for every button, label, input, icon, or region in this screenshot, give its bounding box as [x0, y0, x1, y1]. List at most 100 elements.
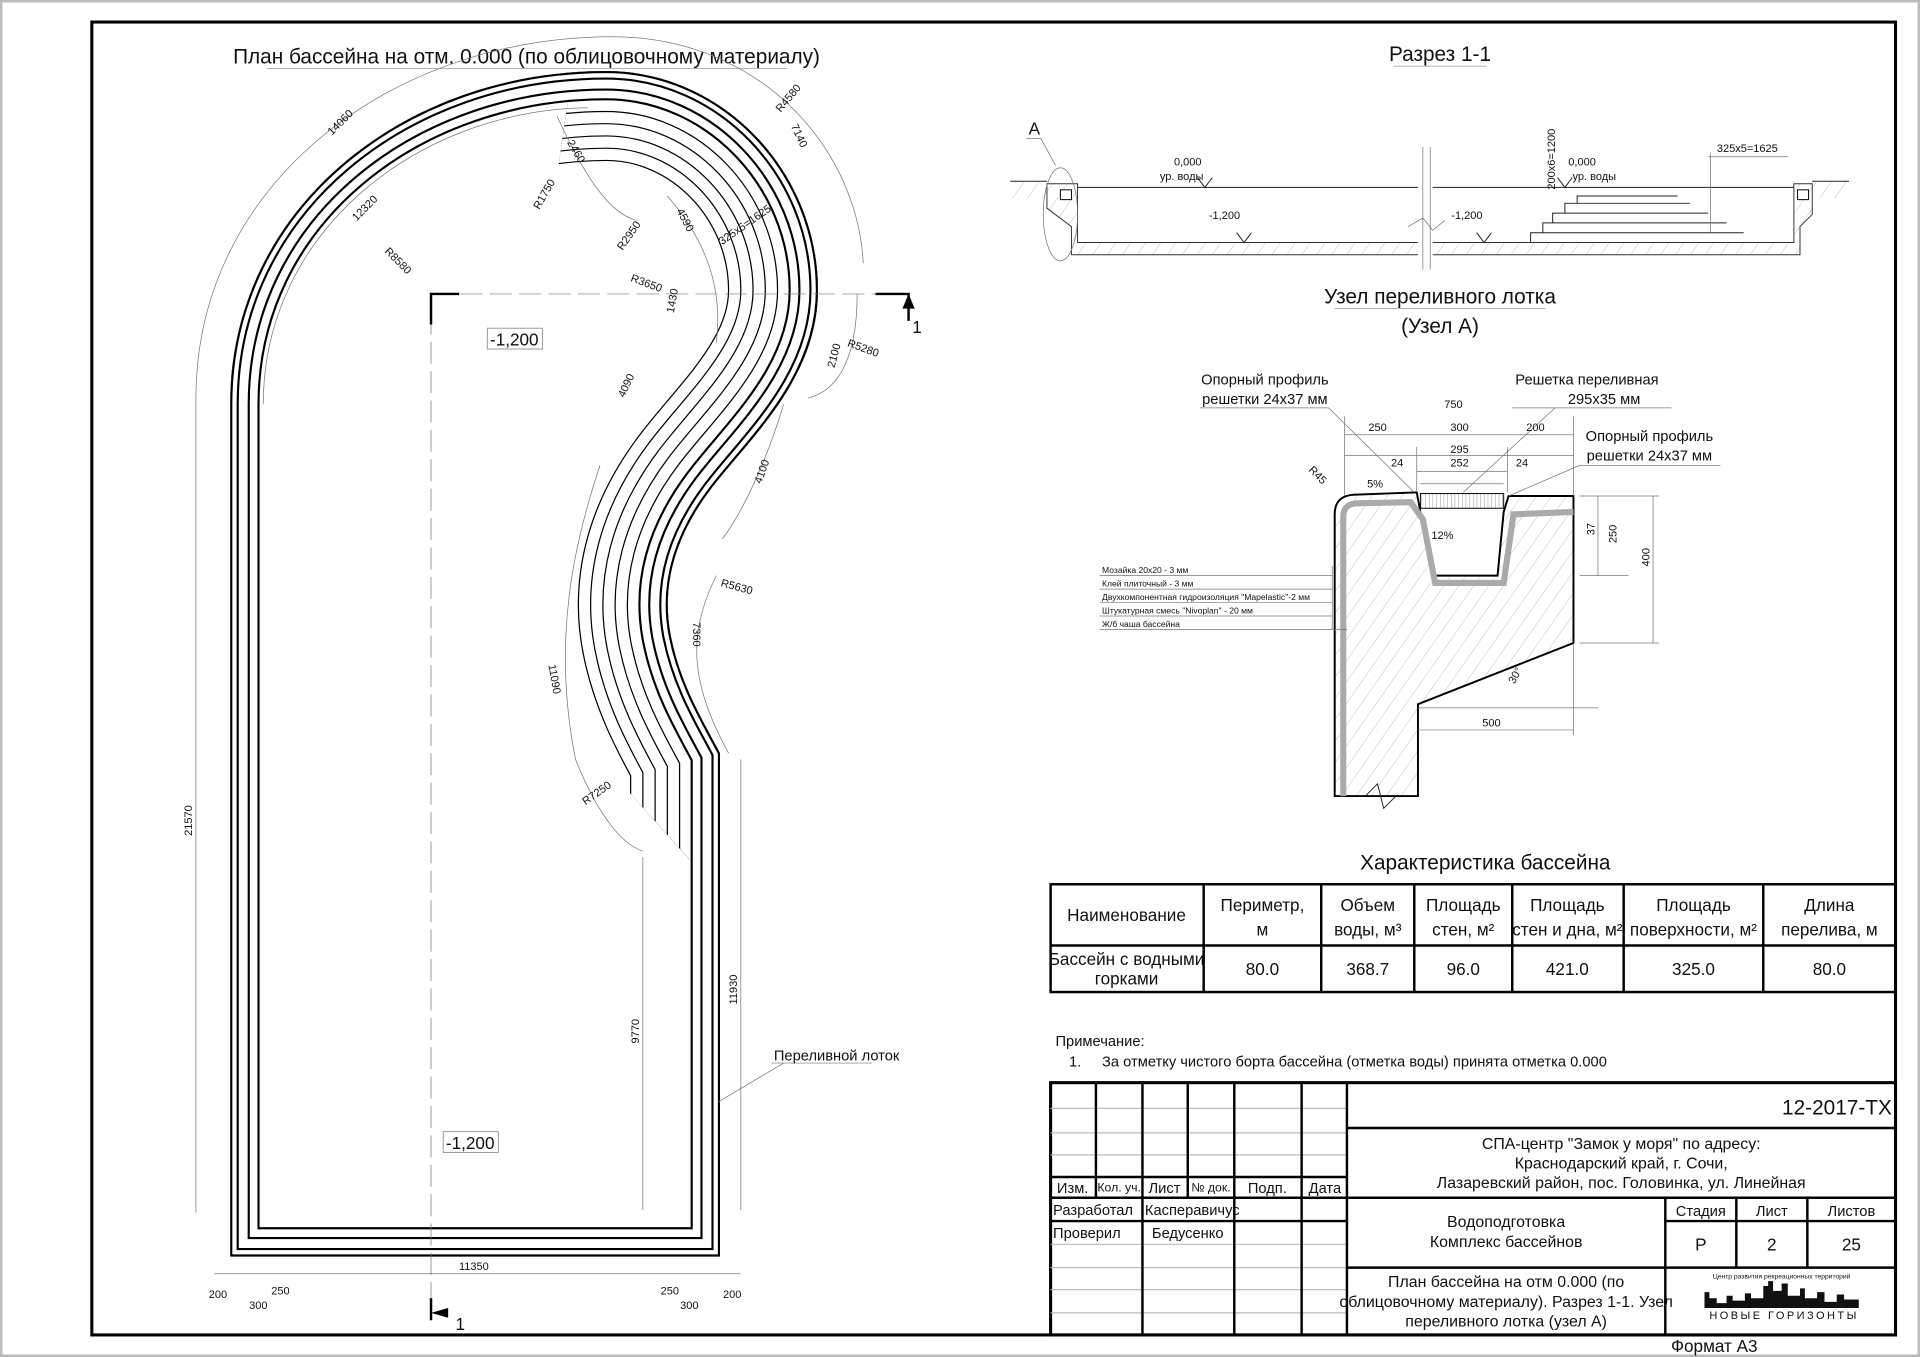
rev-header: Лист	[1149, 1181, 1181, 1197]
table-title: Характеристика бассейна	[1360, 852, 1611, 875]
dim-label: 300	[680, 1300, 698, 1312]
document-code: 12-2017-ТХ	[1782, 1097, 1892, 1120]
rev-header: № док.	[1191, 1181, 1230, 1195]
rev-header: Подп.	[1248, 1181, 1287, 1197]
profile-right-label: Опорный профиль	[1586, 429, 1714, 445]
dim-label: 250	[1607, 525, 1619, 543]
profile-left-label: Опорный профиль	[1201, 373, 1329, 389]
overflow-node-a: Узел переливного лотка (Узел А)	[1099, 286, 1721, 810]
dim-label: 250	[661, 1286, 679, 1298]
water-level-label: ур. воды	[1572, 171, 1616, 183]
rev-header: Кол. уч.	[1097, 1181, 1140, 1195]
table-header: м	[1257, 920, 1269, 940]
table-header: Площадь	[1426, 895, 1501, 915]
note-text: За отметку чистого борта бассейна (отмет…	[1102, 1055, 1607, 1071]
node-subtitle: (Узел А)	[1401, 315, 1479, 338]
node-leaders	[1200, 407, 1721, 735]
dim-label: 250	[271, 1286, 289, 1298]
dim-label: 200	[723, 1289, 741, 1301]
water-level: 0,000	[1568, 156, 1596, 168]
table-header: поверхности, м²	[1630, 920, 1757, 940]
sheet-title: План бассейна на отм 0.000 (по	[1388, 1274, 1624, 1291]
project-address: Краснодарский край, г. Сочи,	[1515, 1155, 1728, 1172]
plan-level-marks: -1,200 -1,200	[442, 327, 543, 1153]
role-label: Разработал	[1053, 1203, 1133, 1219]
company-logo: Центр развития рекреационных территорий …	[1704, 1273, 1859, 1322]
dim-label: 11350	[459, 1261, 489, 1273]
logo-name: НОВЫЕ ГОРИЗОНТЫ	[1709, 1310, 1858, 1322]
sheet-title: облицовочному материалу). Разрез 1-1. Уз…	[1339, 1294, 1673, 1311]
sheets-value: 25	[1842, 1234, 1861, 1254]
layer-item: Двухкомпонентная гидроизоляция "Mapelast…	[1102, 592, 1310, 602]
dim-label: 300	[249, 1300, 267, 1312]
sheet-frame	[90, 20, 1898, 1337]
dim-label: 24	[1516, 458, 1528, 470]
section-line-1-1: 1 1	[429, 292, 922, 1334]
person-name: Касперавичус	[1145, 1203, 1240, 1219]
table-cell: 368.7	[1346, 959, 1389, 979]
section-title: Разрез 1-1	[1389, 43, 1491, 66]
pool-steps	[1530, 195, 1744, 243]
table-header: воды, м³	[1334, 920, 1402, 940]
table-cell: 421.0	[1546, 959, 1589, 979]
dim-label: 37	[1585, 523, 1597, 535]
table-cell: 325.0	[1672, 959, 1715, 979]
dim-label: 300	[1450, 422, 1468, 434]
table-header: стен, м²	[1432, 920, 1494, 940]
sheet-title: переливного лотка (узел А)	[1405, 1313, 1607, 1330]
project-address: Лазаревский район, пос. Головинка, ул. Л…	[1437, 1175, 1806, 1192]
node-title: Узел переливного лотка	[1324, 286, 1556, 309]
table-cell: 80.0	[1246, 959, 1279, 979]
plan-dimension-lines	[195, 36, 907, 1299]
characteristics-table: Характеристика бассейна Наименование Пер…	[1049, 852, 1897, 994]
grating-label: Решетка переливная	[1515, 373, 1658, 389]
dim-label: 250	[1368, 422, 1386, 434]
department: Комплекс бассейнов	[1430, 1234, 1583, 1251]
table-header: Периметр,	[1221, 895, 1305, 915]
table-cell: 80.0	[1813, 959, 1846, 979]
dim-label: 252	[1450, 458, 1468, 470]
water-level: 0,000	[1174, 156, 1202, 168]
notes-label: Примечание:	[1056, 1034, 1145, 1050]
table-cell: Бассейн с водными	[1049, 949, 1205, 969]
dim-label: 5%	[1367, 478, 1383, 490]
dim-label: 12%	[1431, 530, 1453, 542]
notes: Примечание: 1. За отметку чистого борта …	[1056, 1034, 1607, 1071]
steps-height-dim: 200x6=1200	[1546, 129, 1558, 190]
water-level-label: ур. воды	[1160, 171, 1204, 183]
table-header: Площадь	[1656, 895, 1731, 915]
bottom-level: -1,200	[1451, 210, 1482, 222]
dim-label: 9770	[630, 1019, 642, 1044]
rev-header: Изм.	[1057, 1181, 1088, 1197]
node-ref-label: A	[1029, 119, 1041, 139]
layer-item: Ж/б чаша бассейна	[1102, 619, 1180, 629]
table-cell: 96.0	[1447, 959, 1480, 979]
plan-title: План бассейна на отм. 0.000 (по облицово…	[233, 46, 820, 69]
level-label: -1,200	[490, 329, 539, 349]
layer-legend: Мозайка 20x20 - 3 мм Клей плиточный - 3 …	[1099, 565, 1347, 630]
table-header: Длина	[1804, 895, 1855, 915]
table-header: Площадь	[1530, 895, 1605, 915]
section-1-1: Разрез 1-1 A 0,000 ур. воды -1,200 -1,20…	[1010, 43, 1849, 270]
dim-label: 750	[1444, 399, 1462, 411]
dim-label: 11930	[728, 975, 740, 1005]
stage-header: Стадия	[1676, 1204, 1726, 1220]
overflow-grating	[1419, 493, 1505, 509]
person-name: Бедусенко	[1152, 1226, 1224, 1242]
grating-label: 295x35 мм	[1568, 392, 1640, 408]
section-mark-bottom: 1	[456, 1314, 466, 1334]
table-cell: горками	[1095, 969, 1159, 989]
dim-label: 24	[1391, 458, 1403, 470]
dim-label: 11090	[545, 663, 562, 694]
bottom-level: -1,200	[1209, 210, 1240, 222]
table-header: стен и дна, м²	[1512, 920, 1623, 940]
profile-right-label: решетки 24x37 мм	[1587, 448, 1713, 464]
overflow-tray-label: Переливной лоток	[774, 1049, 900, 1065]
layer-item: Штукатурная смесь "Nivoplan" - 20 мм	[1102, 606, 1253, 616]
dim-label: 200	[1526, 422, 1544, 434]
layer-item: Мозайка 20x20 - 3 мм	[1102, 565, 1188, 575]
project-address: СПА-центр "Замок у моря" по адресу:	[1482, 1136, 1761, 1153]
logo-caption: Центр развития рекреационных территорий	[1713, 1273, 1851, 1281]
